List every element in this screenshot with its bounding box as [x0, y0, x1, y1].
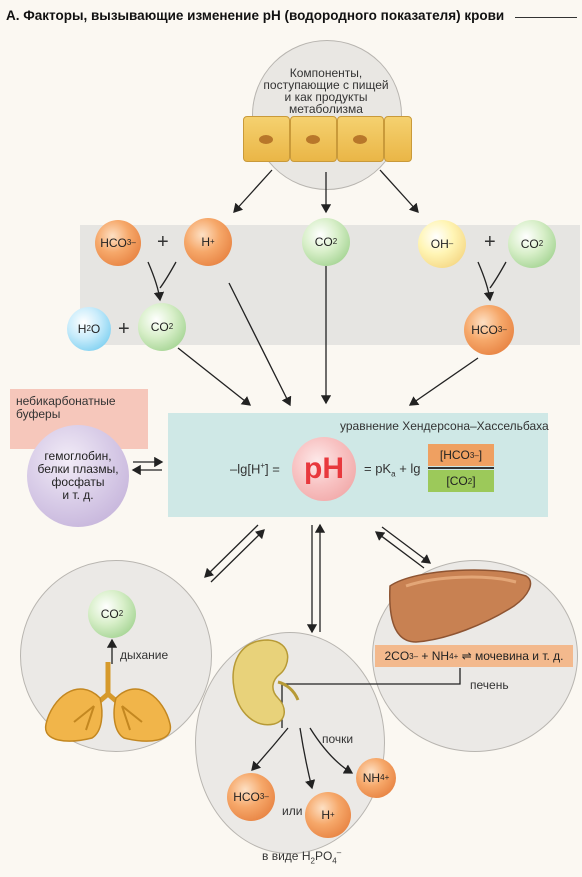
excretion-form-label: в виде H2PO4–	[262, 848, 342, 866]
buffers-header: небикарбонатные буферы	[16, 394, 116, 421]
hydroxide-ball: OH–	[418, 220, 466, 268]
proton-ball: H+	[184, 218, 232, 266]
lungs-icon	[44, 662, 172, 742]
kidney-icon	[232, 639, 300, 726]
page-title: А. Факторы, вызывающие изменение pH (вод…	[6, 8, 505, 23]
food-circle	[252, 40, 402, 190]
plus-sign: +	[118, 318, 130, 340]
intestinal-cell	[384, 116, 412, 162]
kidney-circle	[195, 632, 385, 854]
intestinal-cell	[243, 116, 290, 162]
fraction-bar	[428, 467, 494, 469]
intestinal-cell	[337, 116, 384, 162]
equation-title: уравнение Хендерсона–Хассельбаха	[340, 419, 549, 433]
or-label: или	[282, 804, 303, 818]
liver-label: печень	[470, 678, 509, 692]
equation-lhs: –lg[H+] =	[230, 461, 280, 477]
respiration-label: дыхание	[120, 648, 169, 662]
intestinal-cell	[290, 116, 337, 162]
food-label: Компоненты, поступающие с пищей и как пр…	[263, 66, 389, 116]
equation-rhs: = pKa + lg	[364, 461, 421, 479]
title-rule	[515, 17, 577, 18]
liver-icon	[389, 569, 532, 643]
plus-sign: +	[484, 231, 496, 253]
plus-sign: +	[157, 231, 169, 253]
kidney-label: почки	[322, 732, 354, 746]
buffers-ball: гемоглобин, белки плазмы, фосфаты и т. д…	[27, 425, 129, 527]
proton-ball: H+	[305, 792, 351, 838]
ph-ball: pH	[292, 437, 356, 501]
